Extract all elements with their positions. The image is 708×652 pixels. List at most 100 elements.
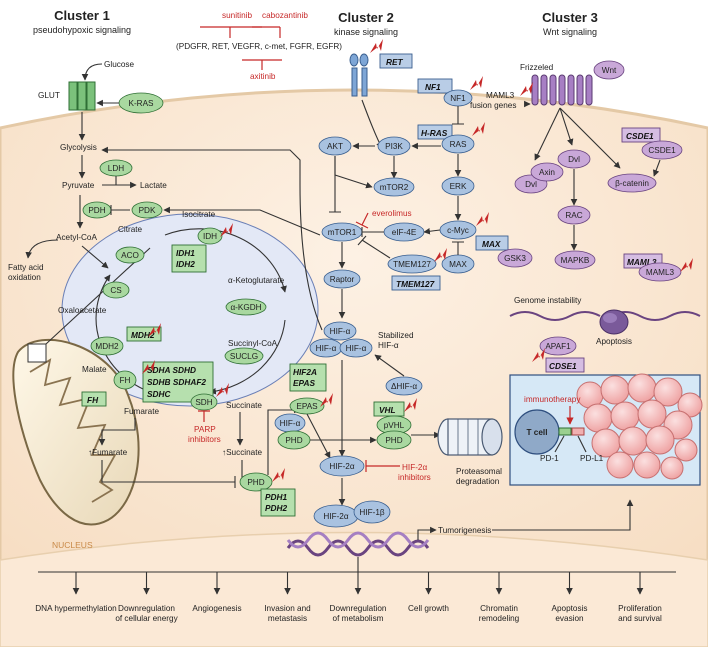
outcome-label: Proliferation bbox=[618, 604, 662, 613]
cluster1-subtitle: pseudohypoxic signaling bbox=[33, 25, 131, 35]
outcome-label: Cell growth bbox=[408, 604, 449, 613]
pdk-node: PDK bbox=[139, 206, 156, 215]
t-cell-label: T cell bbox=[527, 428, 548, 437]
dna-helix bbox=[286, 531, 430, 557]
succinate-label: Succinate bbox=[226, 401, 262, 410]
csde1-gene: CSDE1 bbox=[626, 131, 654, 141]
phd-node-c3: PHD bbox=[285, 436, 302, 445]
receptor-list: (PDGFR, RET, VEGFR, c-met, FGFR, EGFR) bbox=[176, 42, 342, 51]
apoptosis-label: Apoptosis bbox=[596, 337, 632, 346]
outcome-label: remodeling bbox=[479, 614, 520, 623]
mdh2-node: MDH2 bbox=[95, 342, 119, 351]
cluster2-title: Cluster 2 bbox=[338, 10, 394, 25]
pdh2-gene: PDH2 bbox=[265, 503, 288, 513]
sunitinib-label: sunitinib bbox=[222, 11, 252, 20]
kras-node: K-RAS bbox=[128, 99, 154, 108]
hif2a-node-2: HIF-2α bbox=[323, 512, 348, 521]
outcome-label: evasion bbox=[555, 614, 584, 623]
outcome-labels: DNA hypermethylation Downregulation of cel… bbox=[35, 604, 662, 623]
nucleus-label: NUCLEUS bbox=[52, 540, 93, 550]
eif4e-node: eIF-4E bbox=[392, 228, 417, 237]
cdse1-gene: CDSE1 bbox=[549, 361, 577, 371]
akg-label: α-Ketoglutarate bbox=[228, 276, 285, 285]
up-succinate-label: ↑Succinate bbox=[222, 448, 262, 457]
epas-gene: EPAS bbox=[293, 378, 315, 388]
hras-gene: H-RAS bbox=[421, 128, 448, 138]
malate-label: Malate bbox=[82, 365, 107, 374]
aco-node: ACO bbox=[121, 251, 139, 260]
pvhl-node: pVHL bbox=[384, 421, 405, 430]
axin-node: Axin bbox=[539, 168, 555, 177]
phd-node-c2: PHD bbox=[385, 436, 402, 445]
genome-instability: Genome instability bbox=[514, 296, 582, 305]
fh-gene: FH bbox=[87, 395, 99, 405]
sdh-genes-1: SDHA SDHD bbox=[147, 365, 196, 375]
cabozantinib-label: cabozantinib bbox=[262, 11, 308, 20]
ret-gene: RET bbox=[386, 57, 404, 67]
pdl1-receptor bbox=[571, 427, 585, 436]
pd1-label: PD-1 bbox=[540, 454, 559, 463]
axitinib-label: axitinib bbox=[250, 72, 276, 81]
maml3-node: MAML3 bbox=[646, 268, 675, 277]
dvl-node: Dvl bbox=[525, 180, 537, 189]
suclg-node: SUCLG bbox=[230, 352, 258, 361]
hif2a-inhibitors-line2: inhibitors bbox=[398, 473, 431, 482]
outcome-label: of cellular energy bbox=[115, 614, 178, 623]
mitochondrion-illustration bbox=[12, 338, 140, 526]
erk-node: ERK bbox=[450, 182, 467, 191]
cluster1-title: Cluster 1 bbox=[54, 8, 110, 23]
vhl-gene: VHL bbox=[379, 405, 396, 415]
pdh1-gene: PDH1 bbox=[265, 492, 288, 502]
parp-line2: inhibitors bbox=[188, 435, 221, 444]
fh-node: FH bbox=[120, 376, 131, 385]
outcome-label: metastasis bbox=[268, 614, 307, 623]
acetylcoa-label: Acetyl-CoA bbox=[56, 233, 97, 242]
isocitrate-label: Isocitrate bbox=[182, 210, 216, 219]
idh-node: IDH bbox=[203, 232, 217, 241]
maml3-fusion-line1: MAML3 bbox=[486, 91, 515, 100]
idh2-gene: IDH2 bbox=[176, 259, 195, 269]
akt-node: AKT bbox=[327, 142, 343, 151]
nf1-node: NF1 bbox=[450, 94, 466, 103]
apaf1-node: APAF1 bbox=[545, 342, 571, 351]
hif1b-node: HIF-1β bbox=[359, 508, 384, 517]
frizzled-receptor bbox=[531, 74, 593, 106]
tmem127-node: TMEM127 bbox=[393, 260, 431, 269]
cluster3-subtitle: Wnt signaling bbox=[543, 27, 597, 37]
pyruvate-label: Pyruvate bbox=[62, 181, 95, 190]
sdh-node: SDH bbox=[195, 398, 212, 407]
tumor-cluster bbox=[576, 373, 703, 480]
hifa-node-4: HIF-α bbox=[280, 419, 301, 428]
ldh-node: LDH bbox=[108, 164, 124, 173]
nf1-gene: NF1 bbox=[425, 82, 441, 92]
proteasome-illustration bbox=[437, 418, 503, 456]
ras-node: RAS bbox=[450, 140, 467, 149]
mdh2-gene: MDH2 bbox=[131, 330, 155, 340]
up-fumarate-label: ↑Fumarate bbox=[88, 448, 128, 457]
proteasomal-line2: degradation bbox=[456, 477, 500, 486]
maml3-fusion-line2: fusion genes bbox=[470, 101, 516, 110]
pdh-node: PDH bbox=[88, 206, 105, 215]
outcome-arrows bbox=[72, 572, 644, 595]
mtor1-node: mTOR1 bbox=[328, 228, 357, 237]
hif2a-node: HIF-2α bbox=[329, 462, 354, 471]
gsk3-node: GSK3 bbox=[504, 254, 526, 263]
dvl-node-2: Dvl bbox=[568, 155, 580, 164]
csde1-node: CSDE1 bbox=[648, 146, 676, 155]
max-node: MAX bbox=[449, 260, 467, 269]
glut-transporter bbox=[68, 81, 96, 111]
raptor-node: Raptor bbox=[330, 275, 355, 284]
fumarate-label: Fumarate bbox=[124, 407, 159, 416]
outcome-label: DNA hypermethylation bbox=[35, 604, 117, 613]
apoptosome-illustration bbox=[599, 309, 629, 335]
cluster3-title: Cluster 3 bbox=[542, 10, 598, 25]
oxaloacetate-label: Oxaloacetate bbox=[58, 306, 107, 315]
proteasomal-line1: Proteasomal bbox=[456, 467, 502, 476]
pi3k-node: PI3K bbox=[385, 142, 403, 151]
outcome-label: Downregulation bbox=[330, 604, 387, 613]
citrate-label: Citrate bbox=[118, 225, 143, 234]
succoa-label: Succinyl-CoA bbox=[228, 339, 278, 348]
frizzled-label: Frizzeled bbox=[520, 63, 554, 72]
hif2a-inhibitors-line1: HIF-2α bbox=[402, 463, 427, 472]
ret-receptor bbox=[349, 53, 369, 97]
